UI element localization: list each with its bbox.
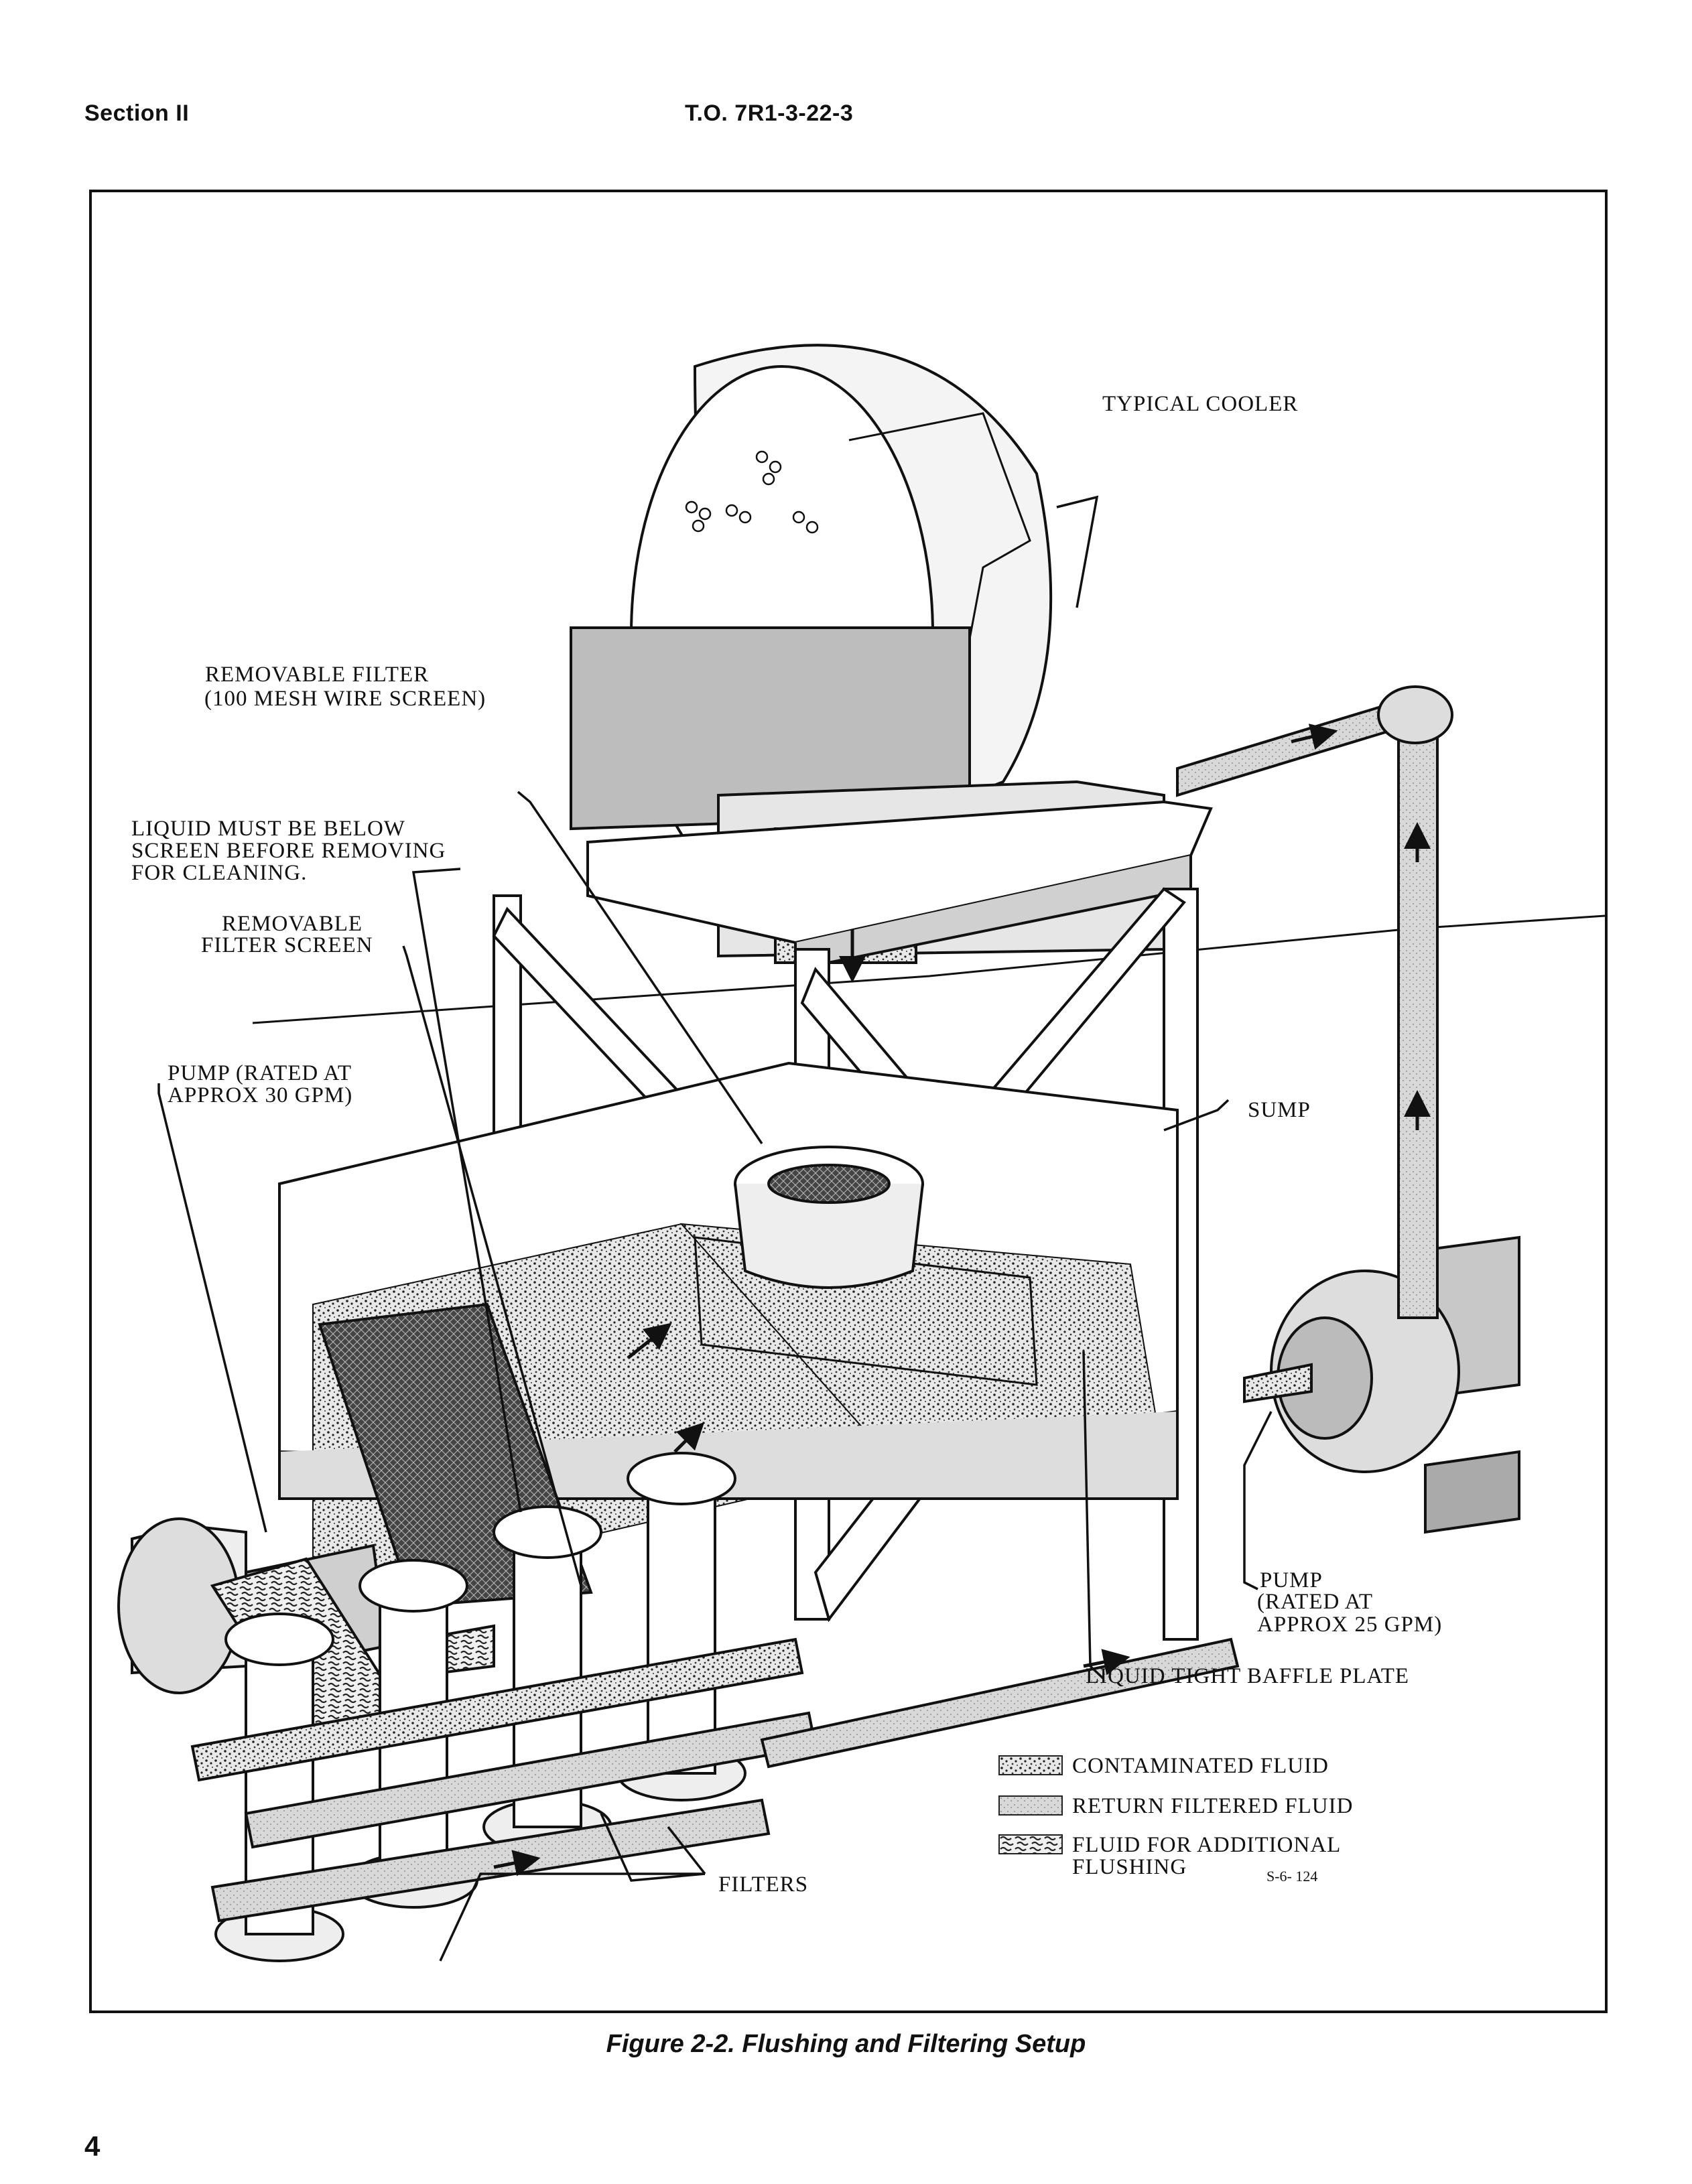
callout-filter-screen-line2: FILTER SCREEN	[201, 933, 373, 957]
right-pump	[1243, 1235, 1520, 1534]
callout-liquid-below-line2: SCREEN BEFORE REMOVING	[131, 839, 446, 863]
flushing-setup-illustration	[117, 344, 1605, 1962]
callout-baffle-plate: LIQUID TIGHT BAFFLE PLATE	[1086, 1664, 1410, 1688]
legend-contaminated: CONTAMINATED FLUID	[998, 1755, 1329, 1777]
callout-filter-screen-line1: REMOVABLE	[222, 912, 363, 936]
legend-swatch-return	[998, 1795, 1063, 1816]
legend-label-additional: FLUID FOR ADDITIONAL FLUSHING	[1072, 1833, 1342, 1879]
callout-typical-cooler: TYPICAL COOLER	[1102, 392, 1299, 416]
figure-caption: Figure 2-2. Flushing and Filtering Setup	[606, 2030, 1086, 2058]
callout-pump-25-line2: (RATED AT	[1257, 1590, 1374, 1614]
callout-pump-30-line1: PUMP (RATED AT	[168, 1061, 352, 1085]
callout-removable-filter-detail: (100 MESH WIRE SCREEN)	[204, 687, 486, 711]
legend-label-contaminated: CONTAMINATED FLUID	[1072, 1754, 1329, 1778]
callout-removable-filter: REMOVABLE FILTER	[205, 663, 430, 687]
callout-pump-25-line1: PUMP	[1260, 1568, 1323, 1592]
sump-tank	[278, 1061, 1179, 1608]
callout-pump-25-line3: APPROX 25 GPM)	[1257, 1613, 1443, 1637]
legend-label-return: RETURN FILTERED FLUID	[1072, 1794, 1354, 1818]
cooler-stand-top	[570, 626, 1213, 971]
legend-swatch-contaminated	[998, 1755, 1063, 1775]
legend-swatch-additional	[998, 1834, 1063, 1854]
callout-pump-30-line2: APPROX 30 GPM)	[168, 1083, 353, 1107]
page-number: 4	[84, 2130, 101, 2162]
callout-sump: SUMP	[1248, 1098, 1311, 1122]
callout-liquid-below-line1: LIQUID MUST BE BELOW	[131, 817, 405, 841]
figure-frame	[89, 190, 1608, 2013]
callout-liquid-below-line3: FOR CLEANING.	[131, 861, 308, 885]
figure-id: S-6- 124	[1266, 1868, 1318, 1885]
filter-canisters	[190, 1452, 1240, 1962]
legend-return: RETURN FILTERED FLUID	[998, 1795, 1353, 1818]
document-number: T.O. 7R1-3-22-3	[685, 100, 854, 126]
callout-filters: FILTERS	[718, 1872, 809, 1897]
legend-additional: FLUID FOR ADDITIONAL FLUSHING	[998, 1834, 1341, 1879]
return-pipe	[1176, 685, 1453, 1319]
section-label: Section II	[84, 100, 190, 126]
